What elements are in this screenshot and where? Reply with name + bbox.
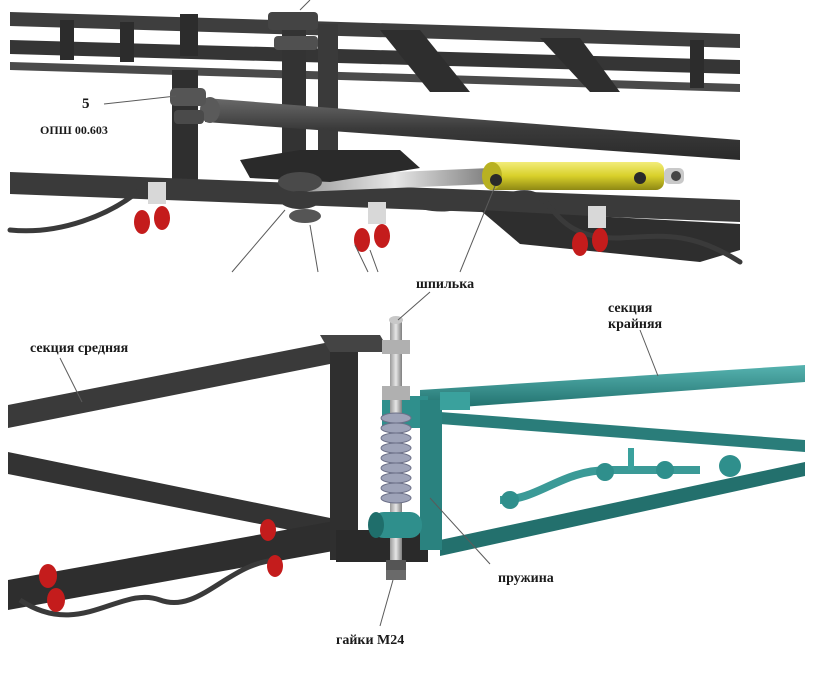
nozzle bbox=[354, 202, 390, 252]
spring-coils bbox=[380, 412, 412, 504]
nozzles-bottom bbox=[39, 519, 283, 612]
leader-nuts bbox=[379, 579, 394, 627]
pivot-bushing bbox=[372, 512, 422, 538]
nozzle bbox=[267, 555, 283, 577]
bottom-view: шпилька секция средняя секция крайняя пр… bbox=[8, 277, 805, 648]
leader-spring bbox=[429, 497, 491, 565]
leader-top bbox=[299, 0, 311, 11]
upper-frame bbox=[10, 12, 740, 92]
main-tube bbox=[205, 98, 740, 160]
spring-assembly bbox=[368, 316, 422, 580]
leader-outer bbox=[639, 329, 659, 377]
leader-pin bbox=[459, 185, 496, 273]
outer-section-frame bbox=[382, 365, 805, 556]
label-outer-section-2: крайняя bbox=[608, 317, 663, 332]
leader-pin-bottom bbox=[397, 291, 431, 321]
hoses bbox=[7, 187, 743, 265]
label-outer-section-1: секция bbox=[608, 301, 653, 316]
label-number: 5 bbox=[82, 96, 90, 112]
linkage bbox=[170, 88, 420, 223]
leader-bottom-2 bbox=[309, 224, 319, 273]
nozzle bbox=[39, 564, 57, 588]
leader-bottom-3 bbox=[354, 244, 369, 273]
leader-bottom-1 bbox=[231, 209, 286, 273]
label-middle-section: секция средняя bbox=[30, 341, 129, 356]
label-nuts: гайки М24 bbox=[336, 633, 404, 648]
leader-middle bbox=[59, 357, 83, 403]
label-code: ОПШ 00.603 bbox=[40, 123, 108, 137]
nozzle bbox=[134, 182, 170, 234]
nozzle bbox=[260, 519, 276, 541]
leader-5 bbox=[103, 95, 177, 105]
top-view: 5 ОПШ 00.603 bbox=[7, 0, 743, 273]
hose-bottom bbox=[18, 557, 281, 618]
middle-section-frame bbox=[8, 335, 428, 610]
nozzle bbox=[47, 588, 65, 612]
cylinder-body bbox=[484, 162, 664, 190]
leader-bottom-4 bbox=[369, 249, 379, 273]
nozzle bbox=[572, 206, 608, 256]
label-pin: шпилька bbox=[416, 277, 474, 292]
nozzles-top bbox=[134, 182, 608, 256]
label-spring: пружина bbox=[498, 571, 554, 586]
